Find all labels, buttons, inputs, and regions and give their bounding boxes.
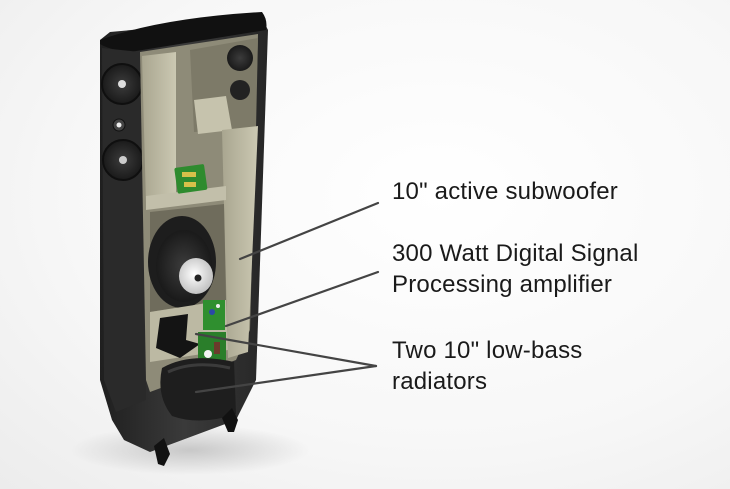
callout-amplifier-line2: Processing amplifier [392, 271, 613, 298]
leader-line-radiator-upper [194, 332, 378, 368]
subwoofer-driver [148, 216, 216, 308]
leader-lines [194, 201, 380, 394]
amplifier-section [150, 300, 228, 362]
callout-subwoofer-line1: 10" active subwoofer [392, 178, 618, 205]
callout-amplifier-line1: 300 Watt Digital Signal [392, 240, 639, 267]
callout-subwoofer: 10" active subwoofer [392, 176, 618, 207]
callout-radiators-line1: Two 10" low-bass [392, 337, 583, 364]
callout-radiators-line2: radiators [392, 368, 488, 395]
leader-line-amplifier [224, 270, 380, 328]
callout-radiators: Two 10" low-bass radiators [392, 335, 582, 397]
speaker-feet [154, 408, 238, 466]
leader-line-radiator-lower [194, 364, 378, 394]
leader-line-subwoofer [238, 201, 380, 261]
low-bass-radiator [160, 358, 236, 421]
callout-amplifier: 300 Watt Digital Signal Processing ampli… [392, 238, 639, 300]
